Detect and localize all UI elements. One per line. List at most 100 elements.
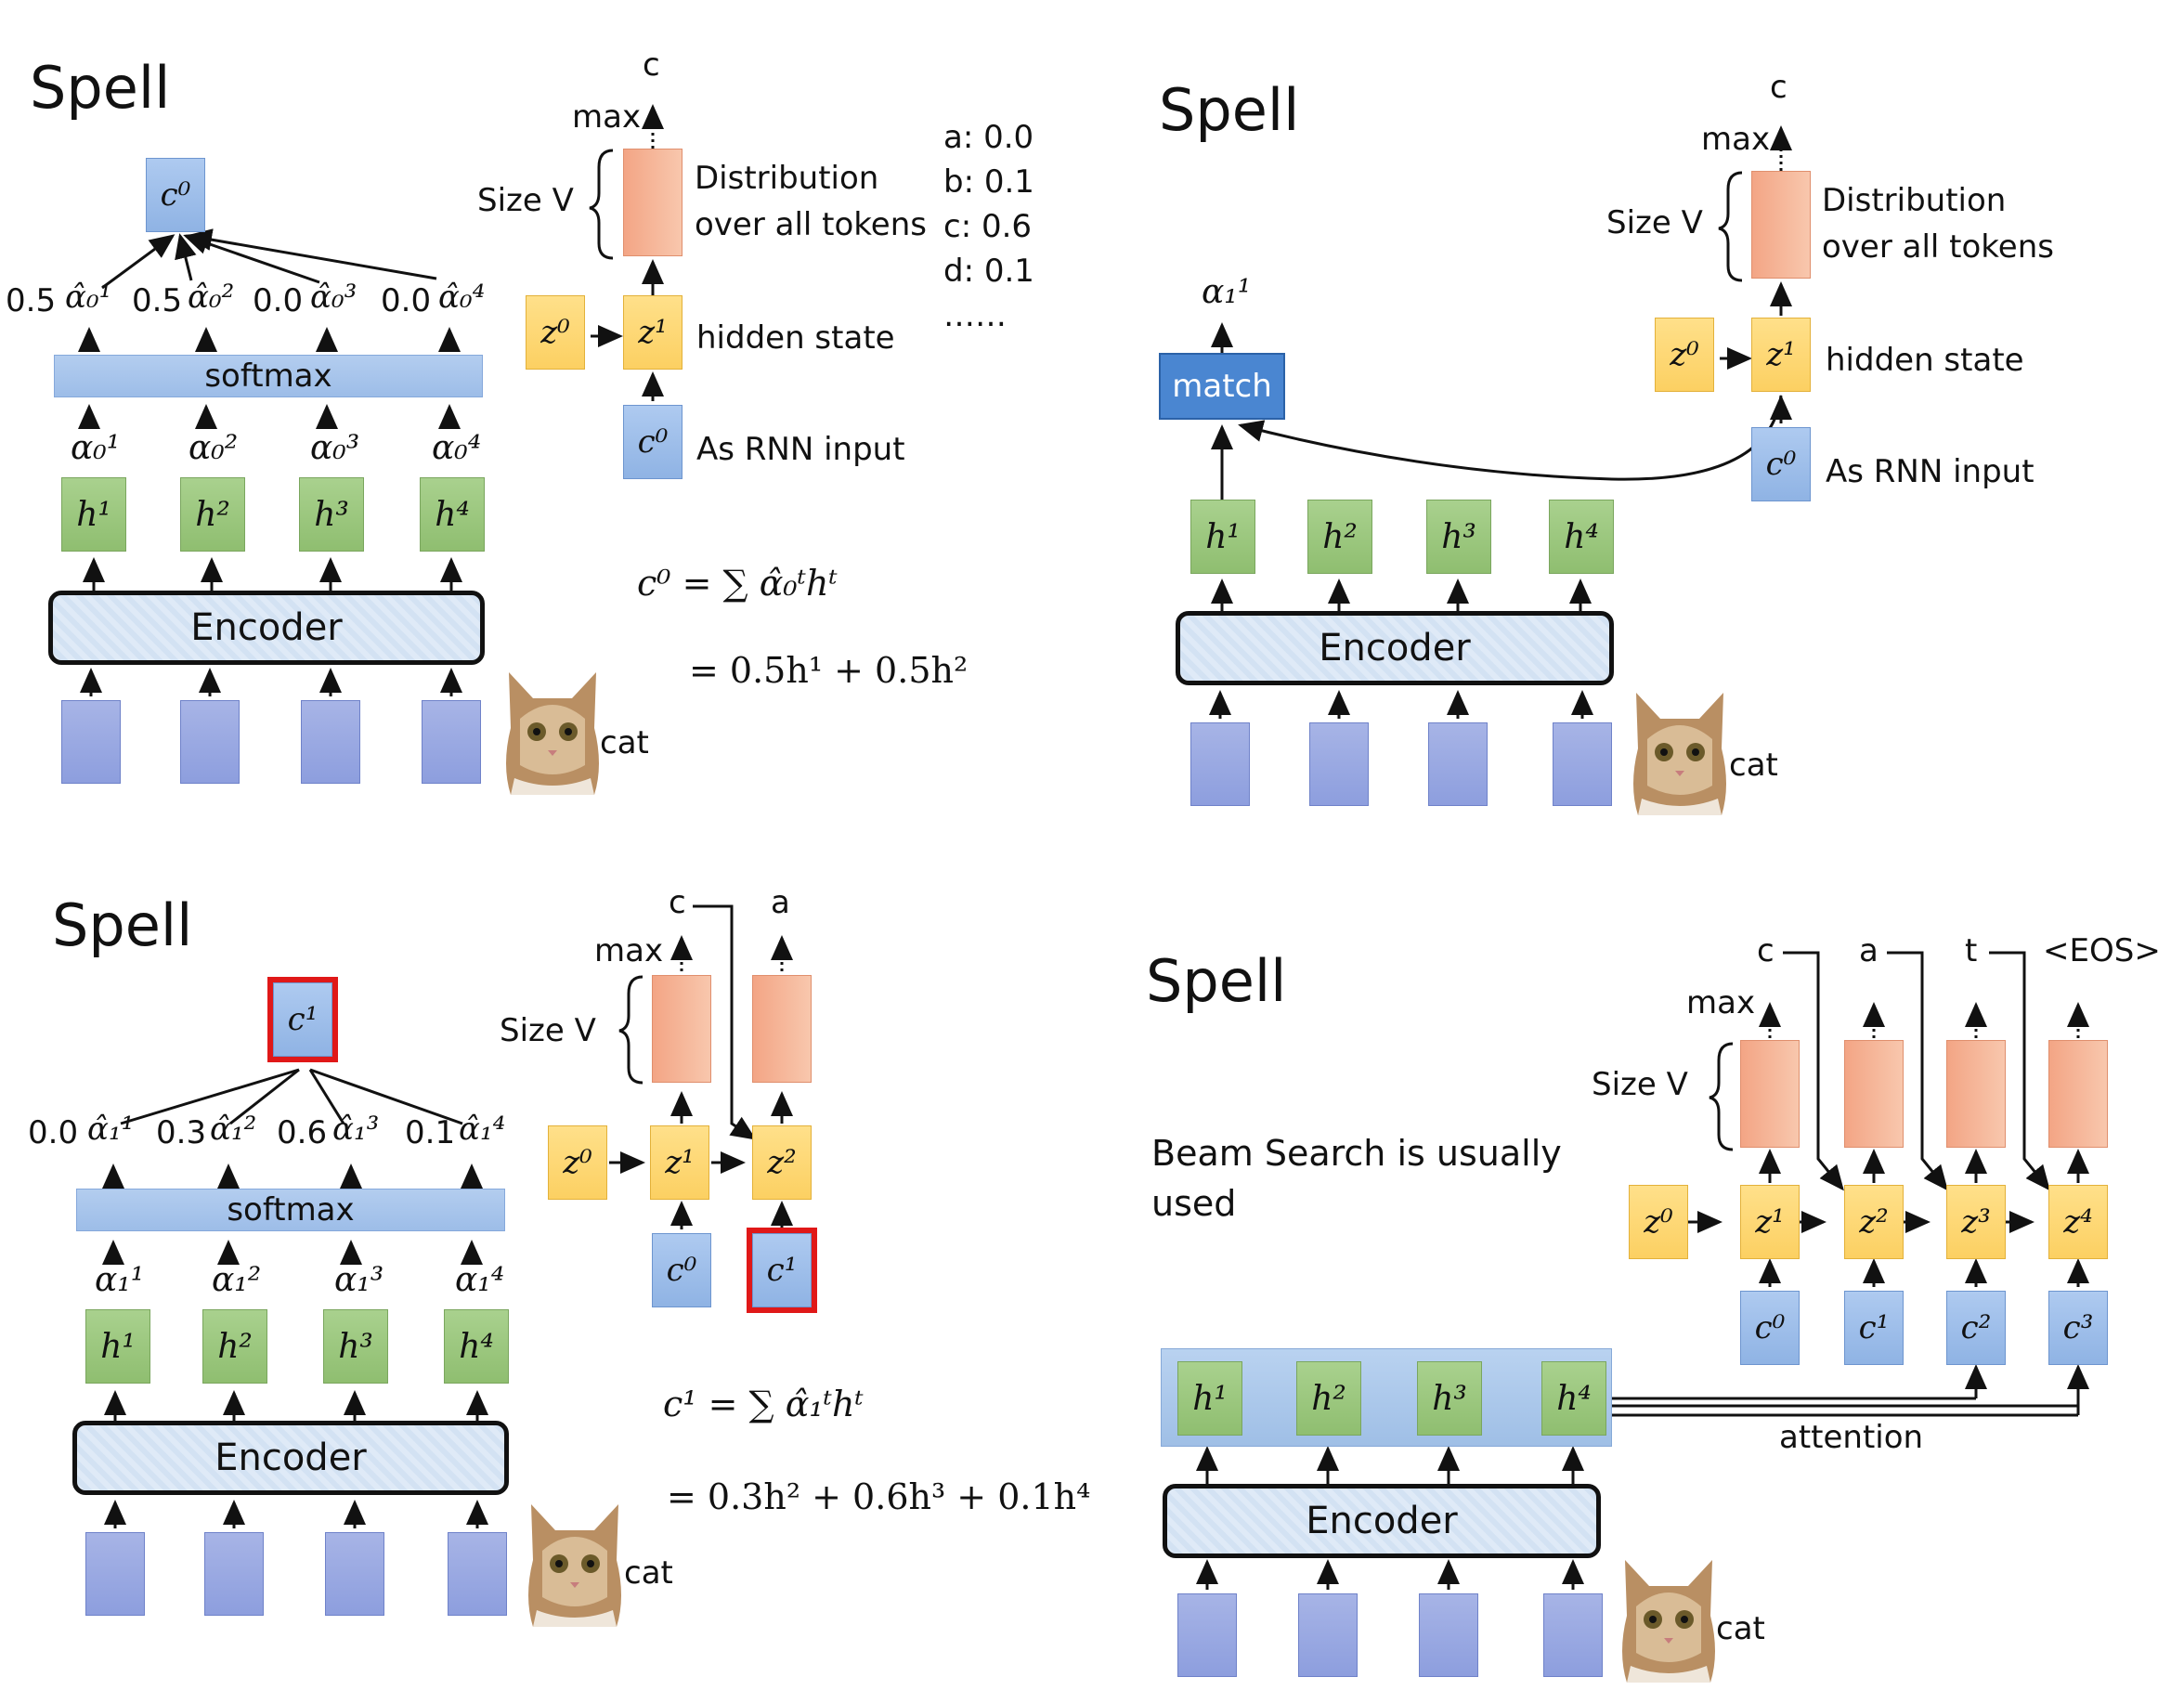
panel1-cat-label: cat (600, 724, 649, 761)
panel1-prob-ellipsis: …… (943, 297, 1007, 334)
panel1-formula-line2: = 0.5h¹ + 0.5h² (689, 650, 968, 691)
panel4-connectors (1196, 951, 2089, 1590)
panel1-output-c: c (643, 46, 660, 84)
panel3-input-4 (448, 1532, 507, 1616)
panel4-z4: z⁴ (2048, 1185, 2108, 1259)
panel4-distribution-box-1 (1740, 1040, 1800, 1148)
panel2-dist-line2: over all tokens (1822, 228, 2054, 266)
panel2-z0: z⁰ (1655, 318, 1714, 392)
panel2-input-1 (1190, 722, 1250, 806)
panel2-output-c: c (1770, 69, 1788, 106)
panel4-z3: z³ (1946, 1185, 2006, 1259)
panel1-prob-c: c: 0.6 (943, 208, 1033, 245)
panel2-match-box: match (1159, 353, 1285, 420)
panel2-h4: h⁴ (1549, 500, 1614, 574)
panel1-size-v: Size V (477, 182, 574, 219)
panel1-prob-a: a: 0.0 (943, 119, 1034, 156)
panel3-distribution-box-2 (752, 975, 812, 1083)
panel1-h4: h⁴ (420, 477, 485, 552)
panel3-encoder: Encoder (72, 1421, 509, 1495)
panel2-alpha-out: α₁¹ (1202, 273, 1252, 311)
panel3-input-3 (325, 1532, 384, 1616)
panel3-cat-image (528, 1504, 621, 1627)
panel4-input-2 (1298, 1593, 1358, 1677)
panel1-prob-b: b: 0.1 (943, 163, 1034, 201)
panel1-weight-3-value: 0.0 (253, 282, 304, 319)
panel2-h2: h² (1307, 500, 1372, 574)
panel4-size-v: Size V (1592, 1066, 1688, 1103)
panel2-encoder: Encoder (1176, 611, 1614, 685)
panel2-cat-label: cat (1729, 747, 1778, 784)
panel4-max-label: max (1686, 984, 1756, 1021)
panel4-c0: c⁰ (1740, 1291, 1800, 1365)
panel4-output-c: c (1757, 932, 1774, 969)
panel2-cat-image (1633, 693, 1726, 815)
panel-bottom-right: Spell Beam Search is usually used c a t … (1092, 845, 2184, 1690)
panel3-output-c: c (669, 884, 686, 921)
panel2-connectors (1209, 125, 1792, 719)
panel1-h1: h¹ (61, 477, 126, 552)
panel4-c2: c² (1946, 1291, 2006, 1365)
panel4-input-4 (1543, 1593, 1603, 1677)
panel2-size-v: Size V (1606, 204, 1703, 241)
panel4-distribution-box-4 (2048, 1040, 2108, 1148)
panel2-input-2 (1309, 722, 1369, 806)
panel2-h1: h¹ (1190, 500, 1255, 574)
panel3-weight-3-symbol: α̂₁³ (332, 1111, 380, 1148)
panel1-weight-3-symbol: α̂₀³ (310, 279, 358, 316)
panel2-title: Spell (1159, 76, 1300, 144)
panel4-title: Spell (1146, 947, 1287, 1015)
panel1-weight-2-symbol: α̂₀² (188, 279, 235, 316)
panel1-connectors (78, 104, 664, 696)
panel3-z2: z² (752, 1125, 812, 1200)
panel1-alpha-1: α₀¹ (71, 429, 121, 467)
panel-bottom-left: Spell c¹ 0.0 α̂₁¹ 0.3 α̂₁² 0.6 α̂₁³ 0.1 … (0, 845, 1092, 1690)
panel3-cat-label: cat (624, 1554, 673, 1592)
panel3-input-2 (204, 1532, 264, 1616)
panel2-h3: h³ (1426, 500, 1491, 574)
panel1-input-3 (301, 700, 360, 784)
panel4-input-1 (1177, 1593, 1237, 1677)
panel4-c3: c³ (2048, 1291, 2108, 1365)
panel1-formula-line1: c⁰ = ∑ α̂₀ᵗhᵗ (637, 563, 838, 604)
panel3-z1: z¹ (650, 1125, 709, 1200)
panel1-dist-line1: Distribution (695, 160, 879, 197)
panel3-max-label: max (594, 932, 664, 969)
panel4-distribution-box-2 (1844, 1040, 1904, 1148)
panel3-c1-input: c¹ (747, 1228, 817, 1313)
panel2-c0-input: c⁰ (1751, 427, 1811, 501)
panel1-weight-1-symbol: α̂₀¹ (65, 279, 112, 316)
panel3-connectors (102, 904, 793, 1528)
panel3-weight-3-value: 0.6 (277, 1114, 328, 1151)
panel3-title: Spell (52, 891, 193, 959)
panel4-cat-image (1622, 1560, 1715, 1683)
panel4-output-a: a (1859, 932, 1878, 969)
panel3-formula-line1: c¹ = ∑ α̂₁ᵗhᵗ (663, 1384, 864, 1424)
panel1-input-2 (180, 700, 240, 784)
panel-top-left: Spell c⁰ 0.5 α̂₀¹ 0.5 α̂₀² 0.0 α̂₀³ 0.0 … (0, 0, 1092, 845)
panel4-h4: h⁴ (1541, 1361, 1606, 1436)
panel3-h3: h³ (323, 1309, 388, 1384)
panel2-hidden-state: hidden state (1826, 342, 2024, 379)
panel4-z2: z² (1844, 1185, 1904, 1259)
panel1-h2: h² (180, 477, 245, 552)
panel4-beam-line1: Beam Search is usually (1151, 1133, 1562, 1174)
panel3-alpha-2: α₁² (212, 1261, 262, 1299)
panel3-weight-4-symbol: α̂₁⁴ (459, 1111, 506, 1148)
panel1-softmax: softmax (54, 355, 483, 397)
panel3-alpha-1: α₁¹ (95, 1261, 145, 1299)
panel1-encoder: Encoder (48, 591, 485, 665)
panel3-alpha-4: α₁⁴ (455, 1261, 505, 1299)
panel1-title: Spell (30, 54, 171, 122)
panel3-h2: h² (202, 1309, 267, 1384)
panel4-c1: c¹ (1844, 1291, 1904, 1365)
panel1-c0-box: c⁰ (146, 158, 205, 232)
panel4-output-t: t (1965, 932, 1978, 969)
panel2-rnn-input: As RNN input (1826, 453, 2034, 490)
panel1-prob-d: d: 0.1 (943, 253, 1034, 290)
panel1-alpha-4: α₀⁴ (432, 429, 482, 467)
panel3-alpha-3: α₁³ (334, 1261, 384, 1299)
panel2-distribution-box (1751, 171, 1811, 279)
panel3-weight-1-value: 0.0 (28, 1114, 79, 1151)
panel4-beam-line2: used (1151, 1183, 1237, 1224)
